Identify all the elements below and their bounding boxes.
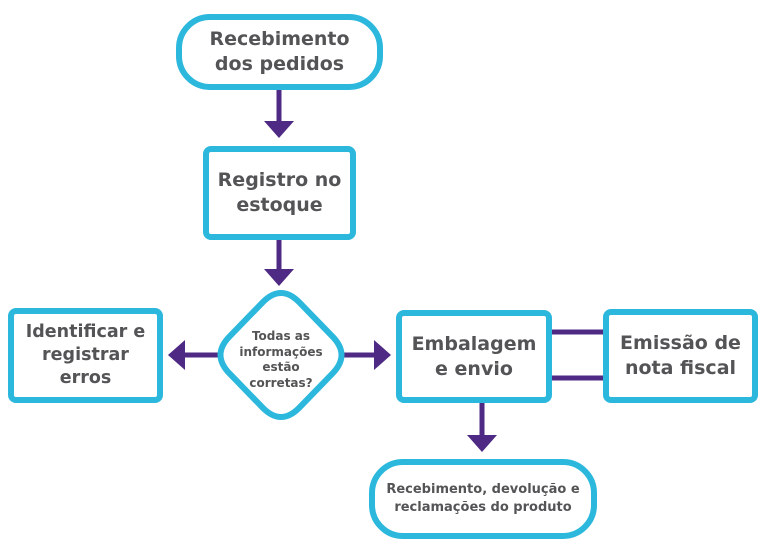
node-packaging: Embalagem e envio — [396, 310, 552, 403]
node-receive-orders: Recebimento dos pedidos — [176, 14, 383, 90]
node-packaging-label: Embalagem e envio — [411, 332, 537, 380]
node-returns: Recebimento, devolução e reclamações do … — [369, 459, 597, 539]
node-identify-errors: Identificar e registrar erros — [8, 308, 163, 403]
node-returns-label: Recebimento, devolução e reclamações do … — [386, 482, 580, 515]
node-identify-errors-label: Identificar e registrar erros — [25, 322, 146, 388]
node-invoice-label: Emissão de nota fiscal — [620, 332, 741, 379]
node-stock-register: Registro no estoque — [203, 146, 356, 240]
decision-label-box: Todas as informações estão corretas? — [222, 322, 340, 398]
decision-diamond — [217, 290, 345, 420]
decision-label: Todas as informações estão corretas? — [239, 329, 323, 390]
node-stock-register-label: Registro no estoque — [217, 169, 342, 216]
node-receive-orders-label: Recebimento dos pedidos — [209, 28, 350, 75]
node-invoice: Emissão de nota fiscal — [603, 309, 758, 403]
